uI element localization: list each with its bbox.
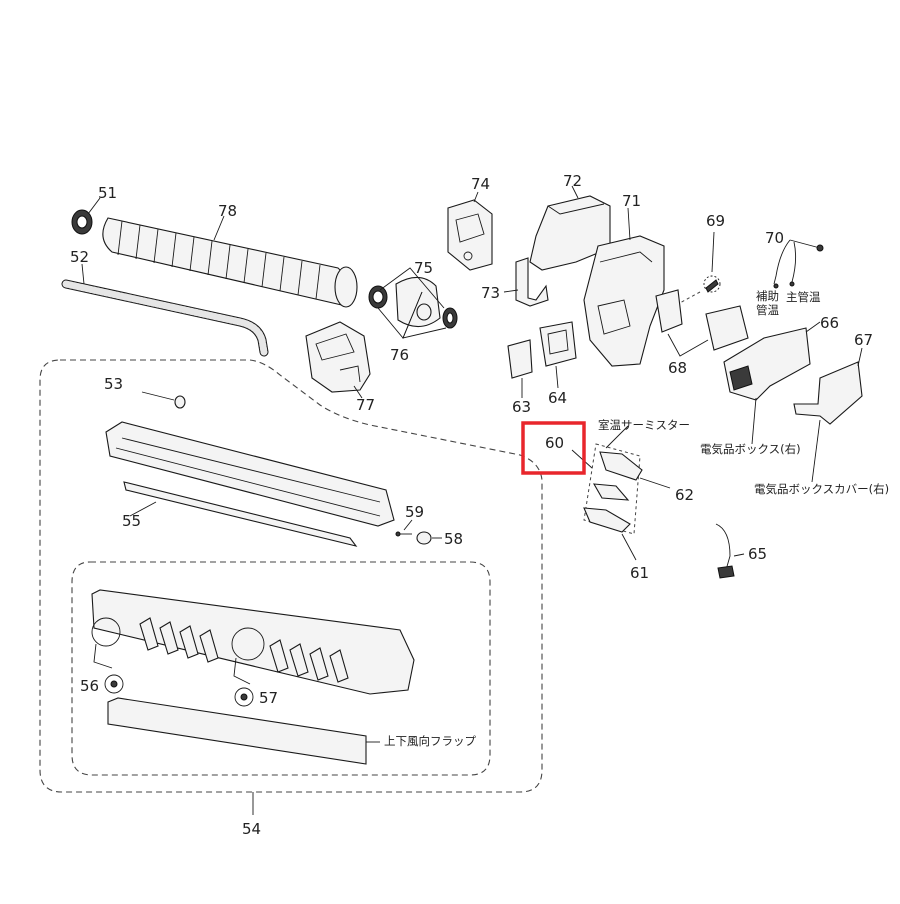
assembly-54-inner-outline — [71, 561, 491, 776]
label-74: 74 — [471, 175, 490, 193]
label-71: 71 — [622, 192, 641, 210]
label-53: 53 — [104, 375, 123, 393]
part-75-76-motor — [368, 267, 458, 339]
label-68: 68 — [668, 359, 687, 377]
label-61: 61 — [630, 564, 649, 582]
callout-main-pipe-temp: 主管温 — [786, 290, 821, 304]
label-63: 63 — [512, 398, 531, 416]
label-66: 66 — [820, 314, 839, 332]
part-77-side-bracket — [305, 321, 371, 399]
part-70-thermistor-wires — [773, 239, 824, 289]
label-72: 72 — [563, 172, 582, 190]
part-69-screw — [677, 231, 721, 305]
label-65: 65 — [748, 545, 767, 563]
part-vertical-flap — [107, 697, 380, 765]
callout-electrical-box-cover-right: 電気品ボックスカバー(右) — [754, 482, 889, 496]
label-51: 51 — [98, 184, 117, 202]
callout-aux-pipe-temp-2: 管温 — [756, 303, 779, 317]
part-53-screw — [141, 391, 186, 409]
label-73: 73 — [481, 284, 500, 302]
part-60-62-thermistor-holders — [571, 425, 671, 561]
label-69: 69 — [706, 212, 725, 230]
part-72-cover — [529, 185, 611, 271]
part-71-control-box — [583, 207, 665, 367]
part-74-bracket — [447, 191, 493, 271]
part-55-front-frame — [105, 421, 395, 547]
label-54: 54 — [242, 820, 261, 838]
label-58: 58 — [444, 530, 463, 548]
part-63-plate — [507, 339, 533, 398]
label-75: 75 — [414, 259, 433, 277]
label-55: 55 — [122, 512, 141, 530]
part-56-57-pins — [104, 674, 254, 707]
highlight-box-part-60 — [521, 421, 586, 475]
callout-aux-pipe-temp-1: 補助 — [756, 289, 779, 303]
label-60: 60 — [545, 434, 564, 452]
label-57: 57 — [259, 689, 278, 707]
label-52: 52 — [70, 248, 89, 266]
label-59: 59 — [405, 503, 424, 521]
callout-vertical-flap: 上下風向フラップ — [384, 734, 476, 748]
part-65-harness — [715, 523, 745, 579]
part-52-insulated-pipe — [61, 263, 269, 357]
part-louver-assembly — [91, 589, 415, 695]
part-59-58-small-parts — [395, 519, 442, 545]
part-67-electrical-box-cover — [793, 347, 863, 483]
label-76: 76 — [390, 346, 409, 364]
label-64: 64 — [548, 389, 567, 407]
part-73-bracket — [503, 257, 549, 307]
part-68-boards — [655, 289, 749, 357]
label-56: 56 — [80, 677, 99, 695]
part-78-fan — [102, 215, 358, 308]
callout-electrical-box-right: 電気品ボックス(右) — [700, 442, 801, 456]
label-70: 70 — [765, 229, 784, 247]
label-77: 77 — [356, 396, 375, 414]
label-62: 62 — [675, 486, 694, 504]
callout-room-thermistor: 室温サーミスター — [598, 418, 690, 432]
part-66-electrical-box-right — [723, 321, 821, 445]
part-51-bearing — [71, 197, 101, 235]
label-67: 67 — [854, 331, 873, 349]
assembly-54-outline — [39, 359, 543, 793]
part-64-pcb — [539, 321, 577, 389]
label-78: 78 — [218, 202, 237, 220]
